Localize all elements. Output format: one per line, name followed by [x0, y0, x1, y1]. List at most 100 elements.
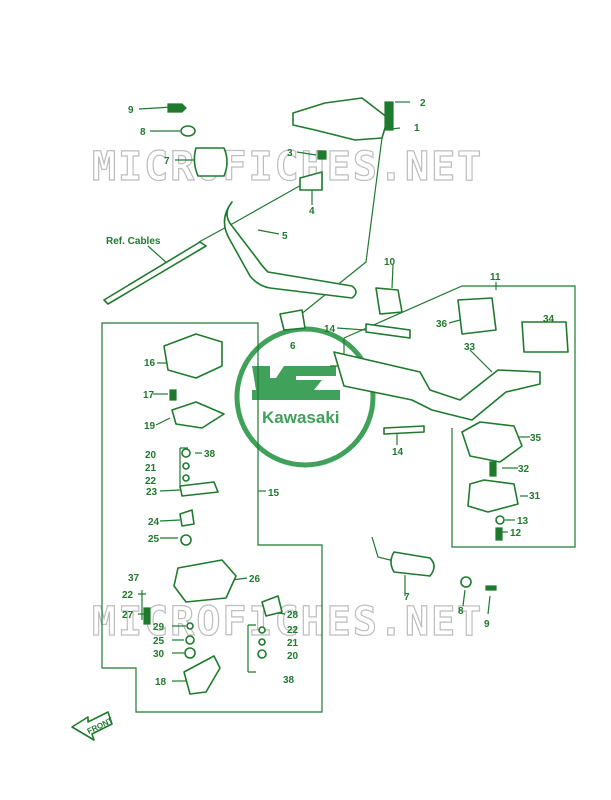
callout-c-15: 15	[268, 488, 280, 499]
washer-part-21a	[182, 462, 190, 470]
callout-c-21b: 21	[287, 638, 299, 649]
callout-c-2: 2	[420, 98, 426, 109]
callout-c-1: 1	[414, 123, 420, 134]
switch-plate-part	[171, 401, 225, 429]
kawasaki-logo: Kawasaki	[234, 326, 376, 468]
pin-part-27	[143, 607, 151, 625]
grip-washer-part-top	[180, 125, 196, 137]
callout-c-6: 6	[290, 341, 296, 352]
callout-c-38a: 38	[204, 449, 216, 460]
switch-housing-part	[457, 297, 497, 335]
callout-c-21a: 21	[145, 463, 157, 474]
callout-c-13: 13	[517, 516, 529, 527]
callout-c-18: 18	[155, 677, 167, 688]
switch-assembly-outline	[101, 322, 323, 713]
callout-c-37: 37	[128, 573, 140, 584]
handlebar-holder-part	[292, 97, 389, 141]
callout-c-7b: 7	[404, 592, 410, 603]
callout-c-14b: 14	[392, 447, 404, 458]
callout-c-38b: 38	[283, 675, 295, 686]
clamp-part	[279, 309, 306, 331]
screw-part-12	[495, 527, 503, 541]
callout-c-7a: 7	[164, 156, 170, 167]
callout-c-32: 32	[518, 464, 530, 475]
switch-cover-part	[163, 333, 223, 379]
lower-switch-housing-part	[467, 479, 519, 513]
callout-c-25b: 25	[153, 636, 165, 647]
spring-part-24	[179, 509, 195, 527]
spring-part-bottom	[383, 425, 425, 435]
callout-c-22c: 22	[287, 625, 299, 636]
watermark-bottom: MICROFICHES.NET	[92, 599, 483, 645]
bolt-part-20a	[181, 448, 191, 458]
callout-c-3: 3	[287, 148, 293, 159]
callout-c-10: 10	[384, 257, 396, 268]
cable-harness-part	[333, 351, 541, 421]
throttle-holder-part	[299, 171, 323, 191]
callout-c-20a: 20	[145, 450, 157, 461]
front-arrow: FRONT	[71, 711, 115, 741]
callout-c-23: 23	[146, 487, 158, 498]
cover-screw-part	[169, 389, 177, 401]
washer-part-22a	[182, 474, 190, 482]
ref-cables-label: Ref. Cables	[106, 236, 161, 247]
callout-c-25a: 25	[148, 534, 160, 545]
callout-c-8b: 8	[458, 606, 464, 617]
washer-part-25a	[180, 534, 192, 546]
callout-c-22b: 22	[122, 590, 134, 601]
washer-part-29	[186, 622, 194, 630]
lever-part-18	[183, 655, 221, 695]
callout-c-30: 30	[153, 649, 165, 660]
callout-c-33: 33	[464, 342, 476, 353]
clip-part-28	[261, 595, 283, 617]
callout-c-16: 16	[144, 358, 156, 369]
callout-c-11: 11	[490, 272, 501, 283]
link-part	[179, 481, 219, 497]
right-grip-part	[390, 551, 435, 577]
callout-c-24: 24	[148, 517, 160, 528]
grip-screw-part-top	[167, 103, 187, 113]
callout-c-29: 29	[153, 622, 165, 633]
callout-c-9b: 9	[484, 619, 490, 630]
callout-c-14a: 14	[324, 324, 336, 335]
clutch-lever-bracket-part	[375, 287, 403, 315]
handlebar-part	[223, 201, 357, 299]
throttle-cable-part	[103, 241, 207, 305]
callout-c-4: 4	[309, 206, 315, 217]
spring-part-top	[365, 323, 411, 339]
callout-c-9a: 9	[128, 105, 134, 116]
switch-block-part	[521, 321, 569, 353]
washer-part-22c	[258, 626, 266, 634]
logo-text: Kawasaki	[262, 408, 340, 427]
cable-clamp-screw-part	[317, 150, 327, 160]
washer-part	[495, 515, 505, 525]
callout-c-27: 27	[122, 610, 134, 621]
collar-part-30	[184, 647, 196, 659]
callout-c-22a: 22	[145, 476, 157, 487]
callout-c-35: 35	[530, 433, 542, 444]
switch-case-part	[173, 559, 237, 603]
callout-c-19: 19	[144, 421, 156, 432]
leader-lines	[138, 101, 530, 682]
callout-c-28: 28	[287, 610, 299, 621]
callout-c-36: 36	[436, 319, 448, 330]
callout-c-5: 5	[282, 231, 288, 242]
switch-screw-part	[489, 461, 497, 477]
washer-part-21b	[258, 638, 266, 646]
left-grip-part	[193, 147, 228, 177]
callout-c-26: 26	[249, 574, 261, 585]
watermark-top: MICROFICHES.NET	[92, 144, 483, 190]
callout-c-20b: 20	[287, 651, 299, 662]
bolt-part-20b	[257, 649, 267, 659]
holder-bolt-part	[384, 101, 394, 131]
callout-c-31: 31	[529, 491, 541, 502]
callout-c-8a: 8	[140, 127, 146, 138]
callout-c-17: 17	[143, 390, 155, 401]
grip-washer-part-bottom	[460, 576, 472, 588]
callout-c-12: 12	[510, 528, 522, 539]
upper-switch-housing-part	[461, 421, 523, 463]
grip-screw-part-bottom	[485, 585, 497, 591]
